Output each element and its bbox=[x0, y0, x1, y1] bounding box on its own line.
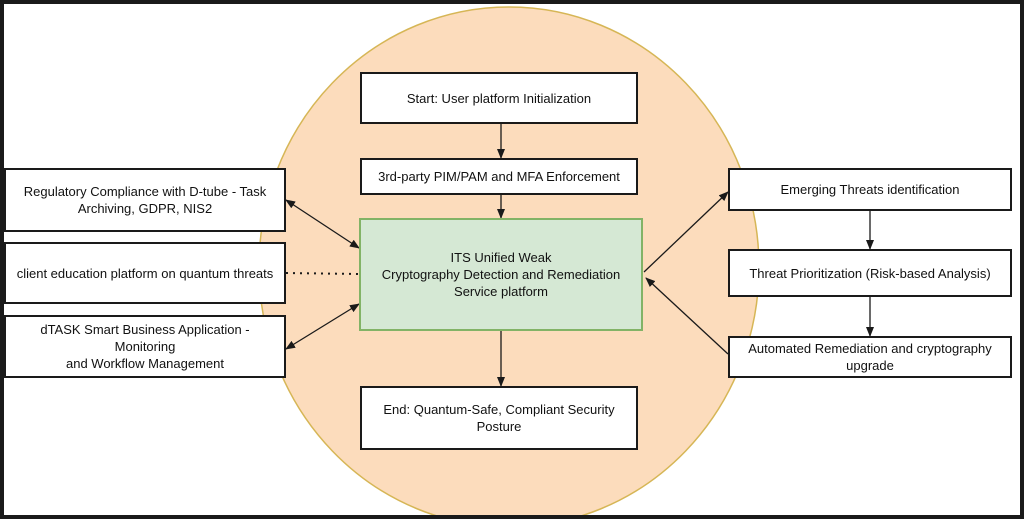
node-pim-pam-label: 3rd-party PIM/PAM and MFA Enforcement bbox=[378, 169, 620, 184]
node-dtask: dTASK Smart Business Application - Monit… bbox=[4, 315, 286, 378]
node-center-line2: Cryptography Detection and Remediation bbox=[381, 267, 621, 282]
edge-remediation-to-center bbox=[645, 277, 729, 355]
node-start-label: Start: User platform Initialization bbox=[406, 90, 592, 106]
node-emerging-threats: Emerging Threats identification bbox=[728, 168, 1012, 211]
node-start: Start: User platform Initialization bbox=[360, 72, 638, 124]
edge-dtask-to-center bbox=[285, 303, 360, 350]
node-regulatory-line2: Archiving, GDPR, NIS2 bbox=[77, 201, 213, 216]
node-regulatory: Regulatory Compliance with D-tube - Task… bbox=[4, 168, 286, 232]
node-dtask-line1: dTASK Smart Business Application - Monit… bbox=[40, 322, 250, 354]
node-threat-prioritization-label: Threat Prioritization (Risk-based Analys… bbox=[749, 265, 991, 281]
edge-center-to-threats bbox=[643, 191, 729, 273]
diagram-canvas: Start: User platform Initialization 3rd-… bbox=[4, 4, 1020, 515]
node-automated-remediation: Automated Remediation and cryptography u… bbox=[728, 336, 1012, 378]
node-end: End: Quantum-Safe, Compliant Security Po… bbox=[360, 386, 638, 450]
node-pim-pam: 3rd-party PIM/PAM and MFA Enforcement bbox=[360, 158, 638, 195]
node-end-line1: End: Quantum-Safe, Compliant Security bbox=[383, 402, 615, 417]
edge-regulatory-to-center bbox=[285, 199, 360, 249]
node-regulatory-line1: Regulatory Compliance with D-tube - Task bbox=[23, 184, 267, 199]
edge-education-to-center bbox=[285, 272, 360, 275]
node-remediation-line1: Automated Remediation and cryptography bbox=[748, 341, 992, 356]
node-education: client education platform on quantum thr… bbox=[4, 242, 286, 304]
node-end-line2: Posture bbox=[476, 419, 522, 434]
node-remediation-line2: upgrade bbox=[846, 358, 894, 373]
node-center-platform: ITS Unified Weak Cryptography Detection … bbox=[359, 218, 643, 331]
node-center-line3: Service platform bbox=[454, 284, 548, 299]
node-education-label: client education platform on quantum thr… bbox=[16, 265, 274, 281]
node-dtask-line2: and Workflow Management bbox=[65, 356, 224, 371]
node-threat-prioritization: Threat Prioritization (Risk-based Analys… bbox=[728, 249, 1012, 297]
node-center-line1: ITS Unified Weak bbox=[450, 250, 552, 265]
node-emerging-threats-label: Emerging Threats identification bbox=[780, 182, 960, 197]
